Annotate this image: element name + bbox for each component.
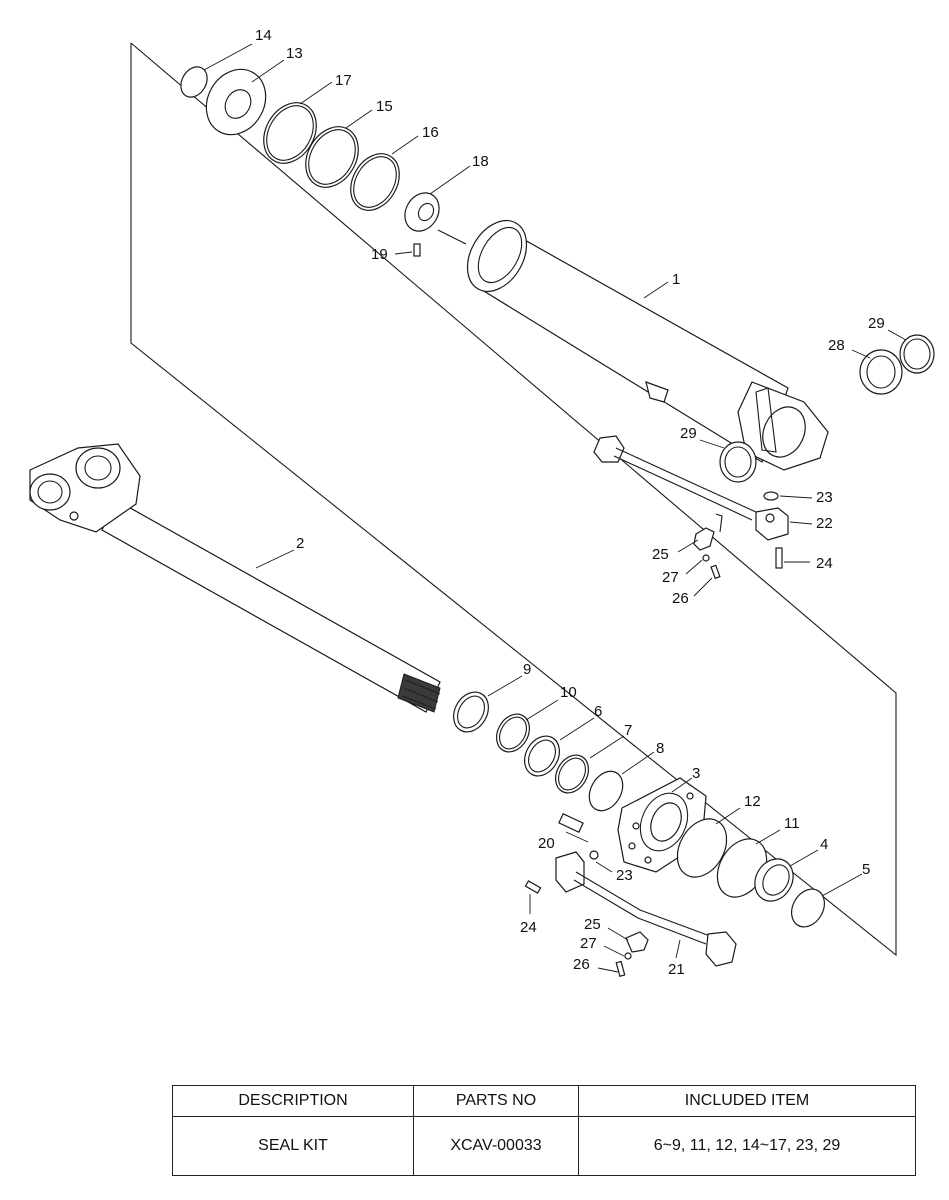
cell-parts-no: XCAV-00033 — [413, 1116, 579, 1176]
callout-labels: 14 13 17 15 16 18 19 1 29 28 29 23 22 25… — [255, 27, 885, 978]
callout-label: 10 — [560, 684, 577, 701]
table-header-row: DESCRIPTION PARTS NO INCLUDED ITEM — [172, 1085, 916, 1117]
callout-label: 2 — [296, 535, 304, 552]
callout-label: 24 — [816, 555, 833, 572]
upper-pipe — [593, 435, 789, 580]
table-row: SEAL KIT XCAV-00033 6~9, 11, 12, 14~17, … — [172, 1116, 916, 1176]
callout-label: 3 — [692, 765, 700, 782]
callout-label: 7 — [624, 722, 632, 739]
callout-label: 18 — [472, 153, 489, 170]
lower-pipe — [524, 813, 737, 978]
callout-label: 5 — [862, 861, 870, 878]
callout-label: 29 — [680, 425, 697, 442]
callout-label: 6 — [594, 703, 602, 720]
callout-label: 13 — [286, 45, 303, 62]
callout-label: 1 — [672, 271, 680, 288]
callout-label: 28 — [828, 337, 845, 354]
callout-label: 25 — [584, 916, 601, 933]
callout-label: 21 — [668, 961, 685, 978]
callout-label: 15 — [376, 98, 393, 115]
callout-label: 4 — [820, 836, 828, 853]
callout-label: 22 — [816, 515, 833, 532]
column-header-included-item: INCLUDED ITEM — [578, 1085, 916, 1117]
callout-label: 12 — [744, 793, 761, 810]
assembly-outline — [130, 42, 897, 957]
callout-label: 29 — [868, 315, 885, 332]
column-header-description: DESCRIPTION — [172, 1085, 414, 1117]
callout-label: 8 — [656, 740, 664, 757]
leader-lines — [203, 43, 907, 973]
callout-label: 23 — [816, 489, 833, 506]
cell-description: SEAL KIT — [172, 1116, 414, 1176]
cell-included-item: 6~9, 11, 12, 14~17, 23, 29 — [578, 1116, 916, 1176]
part-cylinder-tube — [437, 220, 829, 471]
callout-label: 25 — [652, 546, 669, 563]
callout-label: 11 — [784, 815, 800, 832]
callout-label: 26 — [672, 590, 689, 607]
seal-kit-table: DESCRIPTION PARTS NO INCLUDED ITEM SEAL … — [172, 1085, 916, 1176]
callout-label: 23 — [616, 867, 633, 884]
callout-label: 27 — [580, 935, 597, 952]
callout-label: 20 — [538, 835, 555, 852]
ring-parts — [180, 66, 935, 928]
callout-label: 24 — [520, 919, 537, 936]
callout-label: 27 — [662, 569, 679, 586]
callout-label: 16 — [422, 124, 439, 141]
callout-label: 9 — [523, 661, 531, 678]
callout-label: 26 — [573, 956, 590, 973]
callout-label: 14 — [255, 27, 272, 44]
part-piston-rod — [29, 443, 441, 713]
column-header-parts-no: PARTS NO — [413, 1085, 579, 1117]
callout-label: 19 — [371, 246, 388, 263]
callout-label: 17 — [335, 72, 352, 89]
